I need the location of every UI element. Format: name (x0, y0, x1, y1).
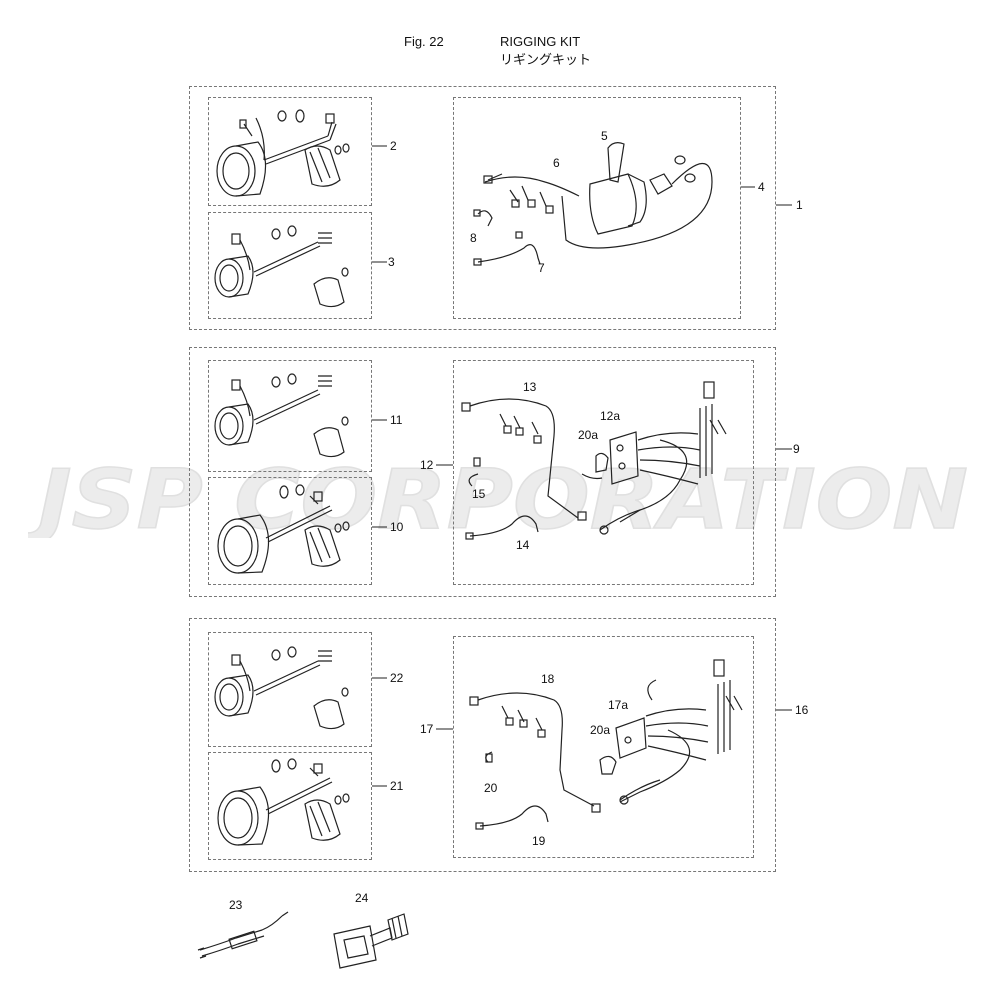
figure-number: Fig. 22 (404, 34, 444, 49)
label-20a-top: 20a (578, 428, 599, 442)
kit-4-box (453, 97, 741, 319)
label-24: 24 (355, 891, 369, 905)
section-9-box (189, 347, 776, 597)
gauge-kit-3 (214, 225, 349, 308)
label-12a: 12a (600, 409, 621, 423)
kit-3-box (208, 212, 372, 319)
leader-lines (372, 145, 792, 787)
label-9: 9 (793, 442, 800, 456)
kit-12-box (453, 360, 754, 585)
remote-control-kit-4 (473, 142, 713, 266)
label-1: 1 (796, 198, 803, 212)
label-11: 11 (390, 413, 403, 427)
label-14: 14 (516, 538, 530, 552)
harness-kit-17 (469, 659, 743, 830)
label-19: 19 (532, 834, 546, 848)
label-8: 8 (470, 231, 477, 245)
label-7: 7 (538, 261, 545, 275)
figure-title: RIGGING KIT (500, 34, 581, 49)
gauge-kit-2 (216, 109, 350, 197)
figure-title-japanese: リギングキット (500, 52, 592, 67)
label-21: 21 (390, 779, 404, 793)
section-1-box (189, 86, 776, 330)
label-20: 20 (484, 781, 498, 795)
kit-2-box (208, 97, 372, 206)
kit-11-box (208, 360, 372, 472)
label-23: 23 (229, 898, 243, 912)
label-22: 22 (390, 671, 404, 685)
gauge-kit-21 (217, 758, 350, 846)
gauge-kit-22 (214, 646, 349, 730)
section-16-box (189, 618, 776, 872)
label-12: 12 (420, 458, 434, 472)
label-5: 5 (601, 129, 608, 143)
part-23-resistor-lead (197, 911, 289, 959)
label-17a: 17a (608, 698, 629, 712)
label-16: 16 (795, 703, 809, 717)
label-20a-bottom: 20a (590, 723, 611, 737)
label-13: 13 (523, 380, 537, 394)
part-24-connector-plate (333, 913, 409, 969)
watermark-text: JSP CORPORATION (28, 458, 968, 538)
kit-21-box (208, 752, 372, 860)
label-3: 3 (388, 255, 395, 269)
kit-17-box (453, 636, 754, 858)
gauge-kit-10 (217, 484, 350, 574)
kit-22-box (208, 632, 372, 747)
label-4: 4 (758, 180, 765, 194)
kit-10-box (208, 477, 372, 585)
gauge-kit-11 (214, 373, 349, 458)
label-15: 15 (472, 487, 486, 501)
label-17: 17 (420, 722, 434, 736)
label-10: 10 (390, 520, 404, 534)
watermark-logo: JSP CORPORATION (28, 458, 969, 538)
harness-kit-12 (461, 381, 727, 540)
label-6: 6 (553, 156, 560, 170)
label-18: 18 (541, 672, 555, 686)
label-2: 2 (390, 139, 397, 153)
